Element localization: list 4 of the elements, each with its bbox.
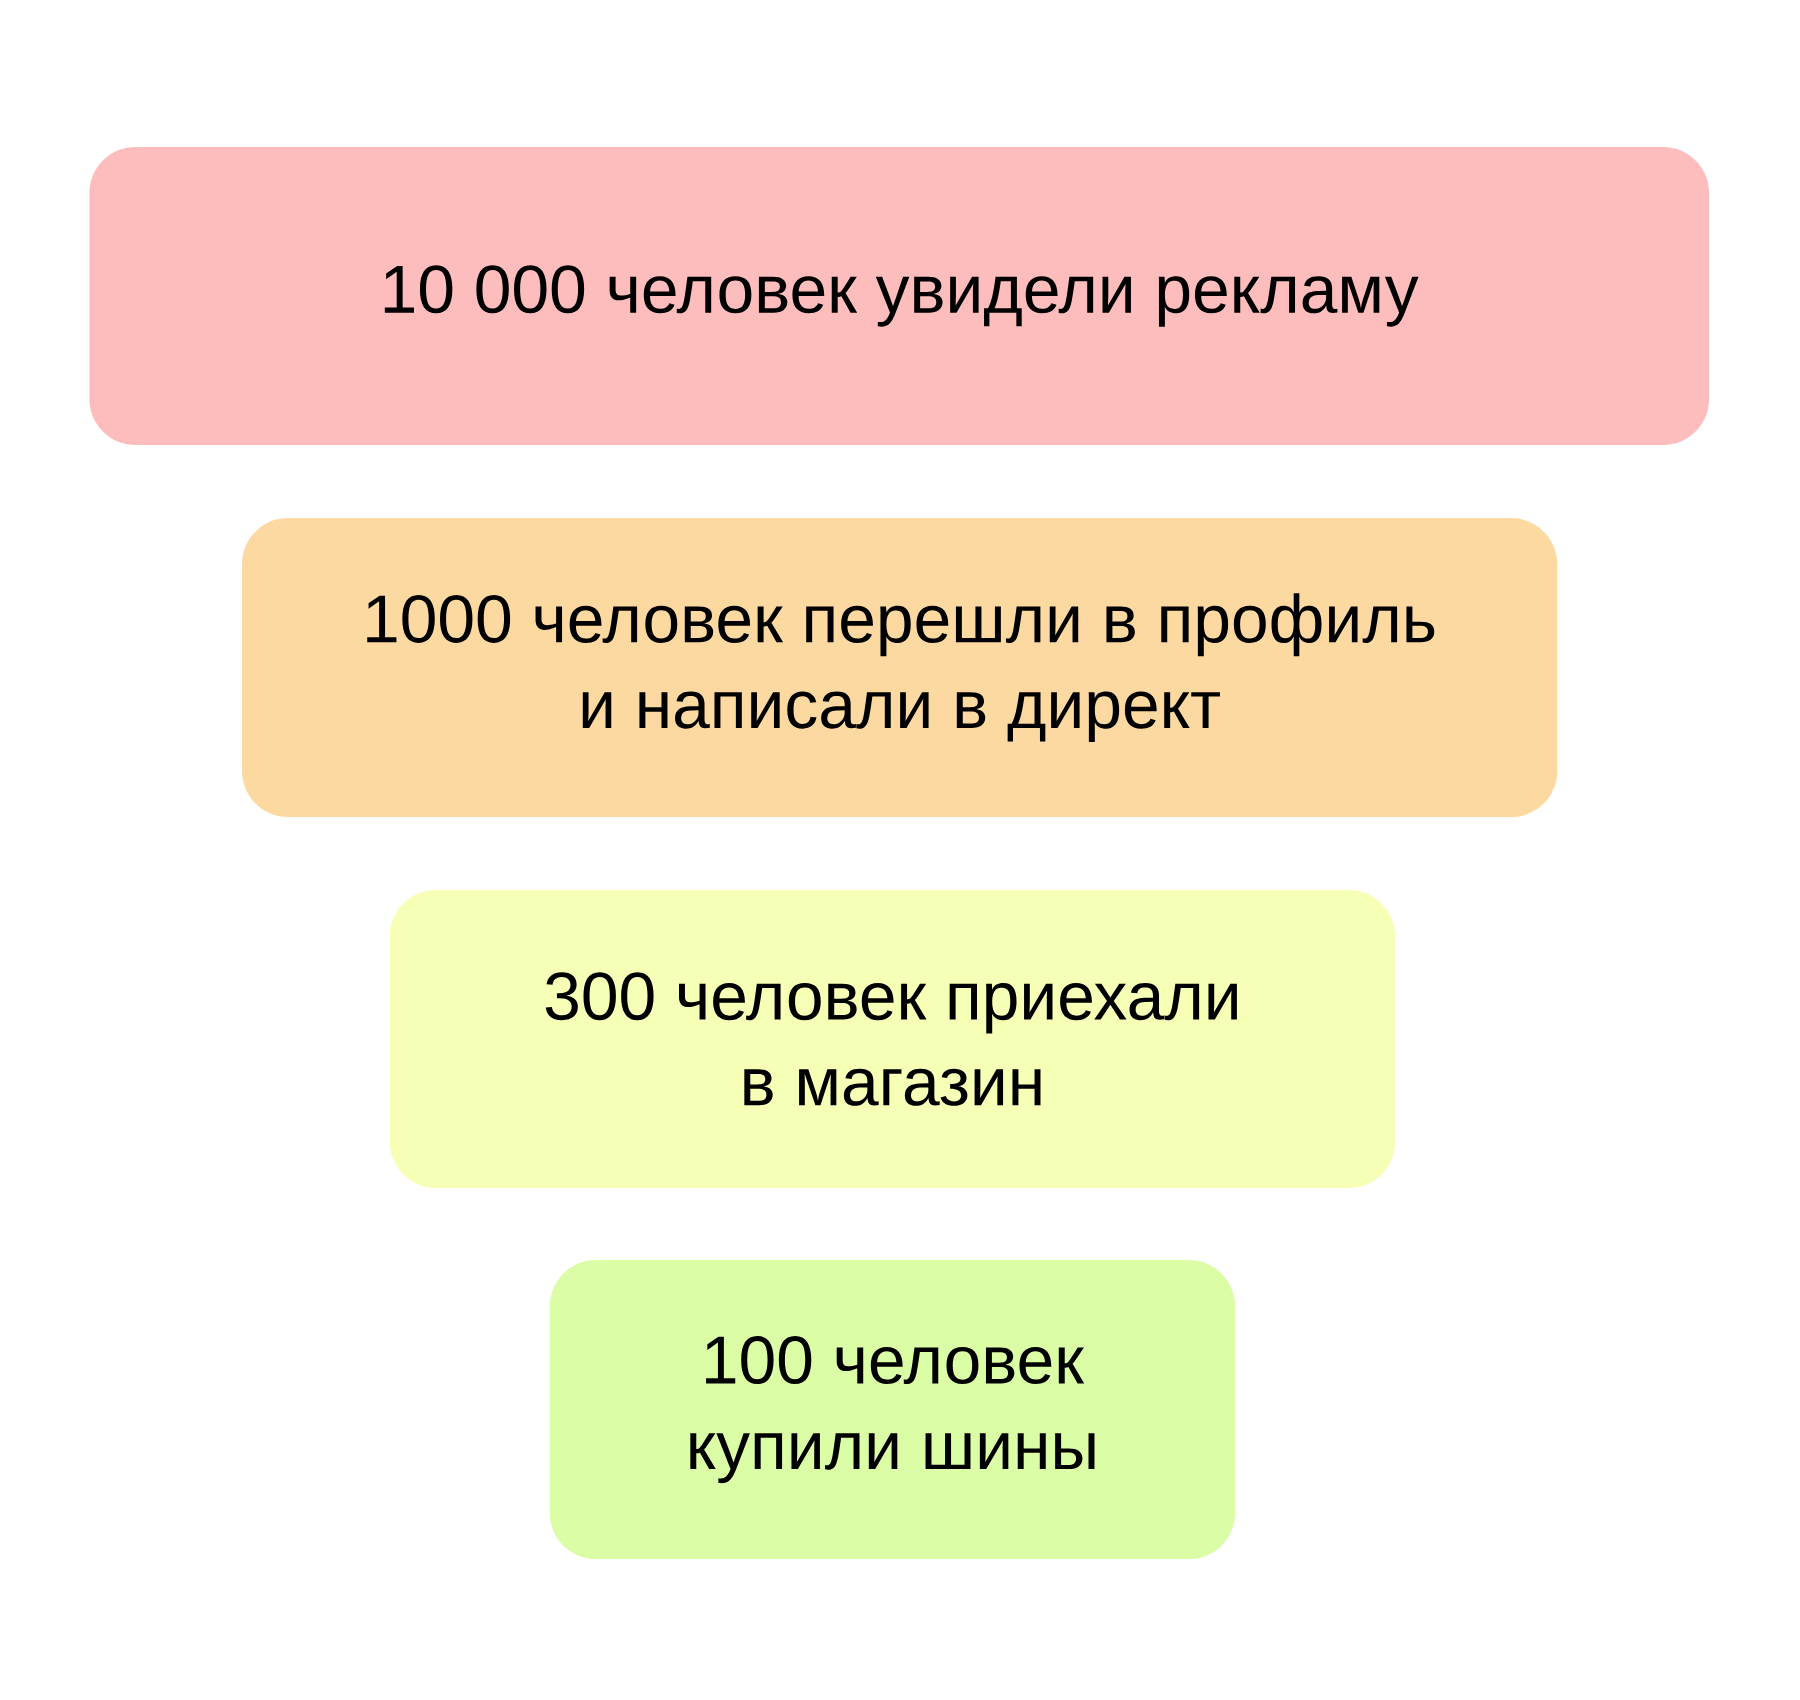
- funnel-stage-box: 10 000 человек увидели рекламу: [89, 147, 1710, 445]
- funnel-stage-box: 100 человек купили шины: [549, 1260, 1236, 1560]
- funnel-stage-box: 1000 человек перешли в профиль и написали в директ: [242, 518, 1558, 818]
- funnel-stage-box: 300 человек приехали в магазин: [389, 890, 1396, 1188]
